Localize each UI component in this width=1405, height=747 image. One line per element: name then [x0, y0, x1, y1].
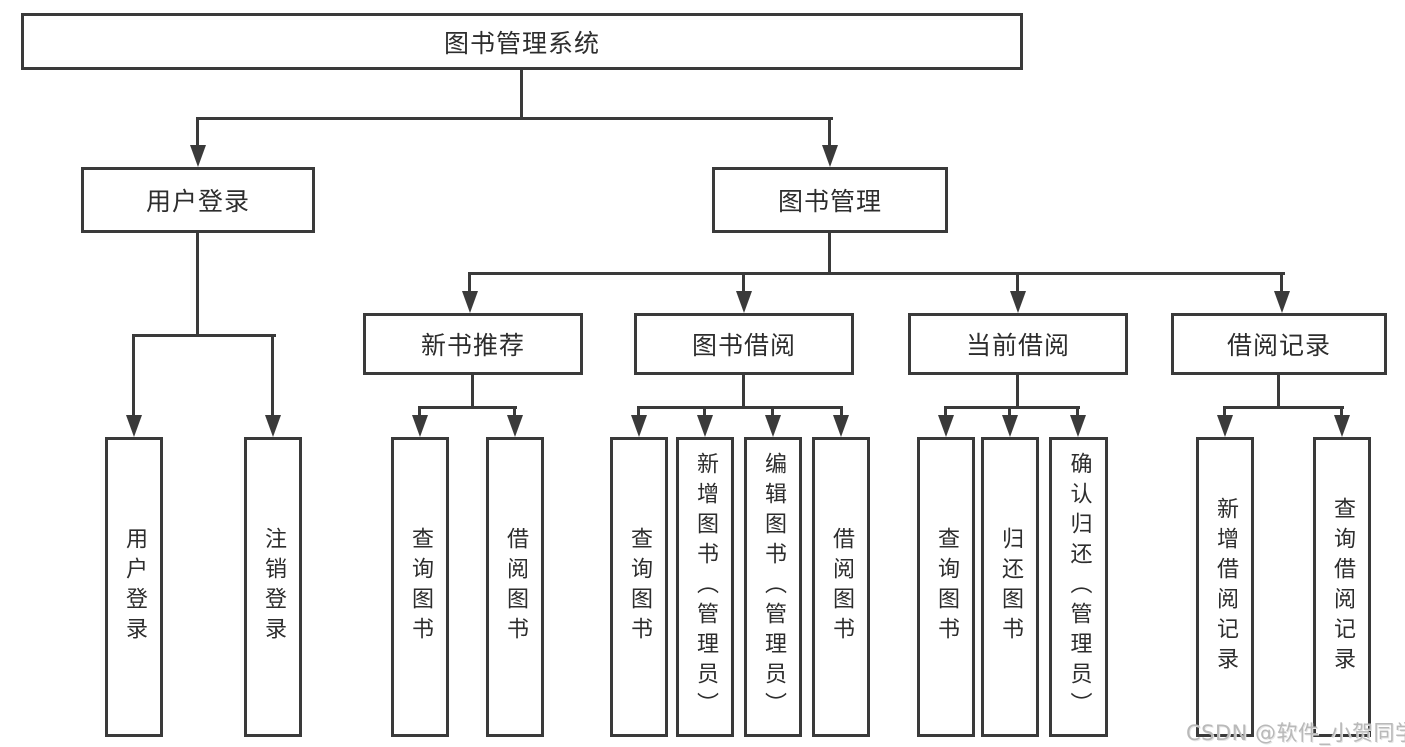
leaf-bb-query-book: 查询图书 [610, 437, 668, 737]
leaf-label: 查询图书 [627, 527, 652, 647]
arrowhead-icon [1217, 415, 1233, 437]
arrowhead-icon [1002, 415, 1018, 437]
leaf-label: 借阅图书 [829, 527, 854, 647]
node-new-book-recommend: 新书推荐 [363, 313, 583, 375]
leaf-bb-edit-book: 编辑图书（管理员） [744, 437, 802, 737]
arrowhead-icon [412, 415, 428, 437]
connector-line [1016, 375, 1019, 408]
connector-line [196, 117, 833, 120]
leaf-label: 归还图书 [998, 527, 1023, 647]
arrowhead-icon [938, 415, 954, 437]
connector-line [1340, 406, 1343, 416]
connector-line [1008, 406, 1011, 416]
connector-line [271, 334, 274, 415]
connector-line [471, 375, 474, 408]
arrowhead-icon [697, 415, 713, 437]
leaf-bb-add-book: 新增图书（管理员） [676, 437, 734, 737]
connector-line [742, 272, 745, 292]
leaf-label: 新增借阅记录 [1213, 497, 1238, 677]
leaf-label: 查询图书 [408, 527, 433, 647]
arrowhead-icon [833, 415, 849, 437]
node-library-system: 图书管理系统 [21, 13, 1023, 70]
arrowhead-icon [822, 145, 838, 167]
leaf-label: 新增图书（管理员） [693, 452, 718, 722]
leaf-user-login: 用户登录 [105, 437, 163, 737]
leaf-bb-borrow-book: 借阅图书 [812, 437, 870, 737]
connector-line [828, 117, 831, 148]
leaf-label: 查询借阅记录 [1330, 497, 1355, 677]
connector-line [196, 117, 199, 148]
arrowhead-icon [736, 291, 752, 313]
connector-line [742, 375, 745, 408]
arrowhead-icon [507, 415, 523, 437]
leaf-label: 用户登录 [122, 527, 147, 647]
connector-line [771, 406, 774, 416]
connector-line [1280, 272, 1283, 292]
connector-line [418, 406, 421, 416]
node-borrow-record: 借阅记录 [1171, 313, 1387, 375]
arrowhead-icon [1010, 291, 1026, 313]
leaf-nbr-query-book: 查询图书 [391, 437, 449, 737]
connector-line [637, 406, 640, 416]
connector-line [520, 69, 523, 119]
leaf-label: 查询图书 [934, 527, 959, 647]
arrowhead-icon [1334, 415, 1350, 437]
leaf-nbr-borrow-book: 借阅图书 [486, 437, 544, 737]
connector-line [1223, 406, 1344, 409]
leaf-label: 确认归还（管理员） [1066, 452, 1092, 722]
leaf-label: 注销登录 [261, 527, 286, 647]
connector-line [132, 334, 276, 337]
connector-line [196, 233, 199, 336]
leaf-br-query-record: 查询借阅记录 [1313, 437, 1371, 737]
arrowhead-icon [1070, 415, 1086, 437]
connector-line [1076, 406, 1079, 416]
leaf-cb-return-book: 归还图书 [981, 437, 1039, 737]
connector-line [828, 233, 831, 274]
connector-line [637, 406, 843, 409]
connector-line [418, 406, 517, 409]
arrowhead-icon [462, 291, 478, 313]
arrowhead-icon [190, 145, 206, 167]
leaf-logout: 注销登录 [244, 437, 302, 737]
arrowhead-icon [126, 415, 142, 437]
arrowhead-icon [765, 415, 781, 437]
connector-line [513, 406, 516, 416]
leaf-cb-confirm-return: 确认归还（管理员） [1049, 437, 1108, 737]
connector-line [132, 334, 135, 415]
connector-line [468, 272, 1285, 275]
node-current-borrow: 当前借阅 [908, 313, 1128, 375]
node-book-management: 图书管理 [712, 167, 948, 233]
connector-line [468, 272, 471, 292]
connector-line [1223, 406, 1226, 416]
watermark-csdn: CSDN @软件_小贺同学 [1186, 721, 1405, 745]
connector-line [1016, 272, 1019, 292]
connector-line [703, 406, 706, 416]
connector-line [840, 406, 843, 416]
connector-line [944, 406, 1080, 409]
arrowhead-icon [265, 415, 281, 437]
connector-line [944, 406, 947, 416]
leaf-label: 编辑图书（管理员） [761, 452, 786, 722]
leaf-label: 借阅图书 [503, 527, 528, 647]
leaf-cb-query-book: 查询图书 [917, 437, 975, 737]
arrowhead-icon [631, 415, 647, 437]
node-user-login: 用户登录 [81, 167, 315, 233]
connector-line [1277, 375, 1280, 408]
node-book-borrow: 图书借阅 [634, 313, 854, 375]
leaf-br-add-record: 新增借阅记录 [1196, 437, 1254, 737]
arrowhead-icon [1274, 291, 1290, 313]
